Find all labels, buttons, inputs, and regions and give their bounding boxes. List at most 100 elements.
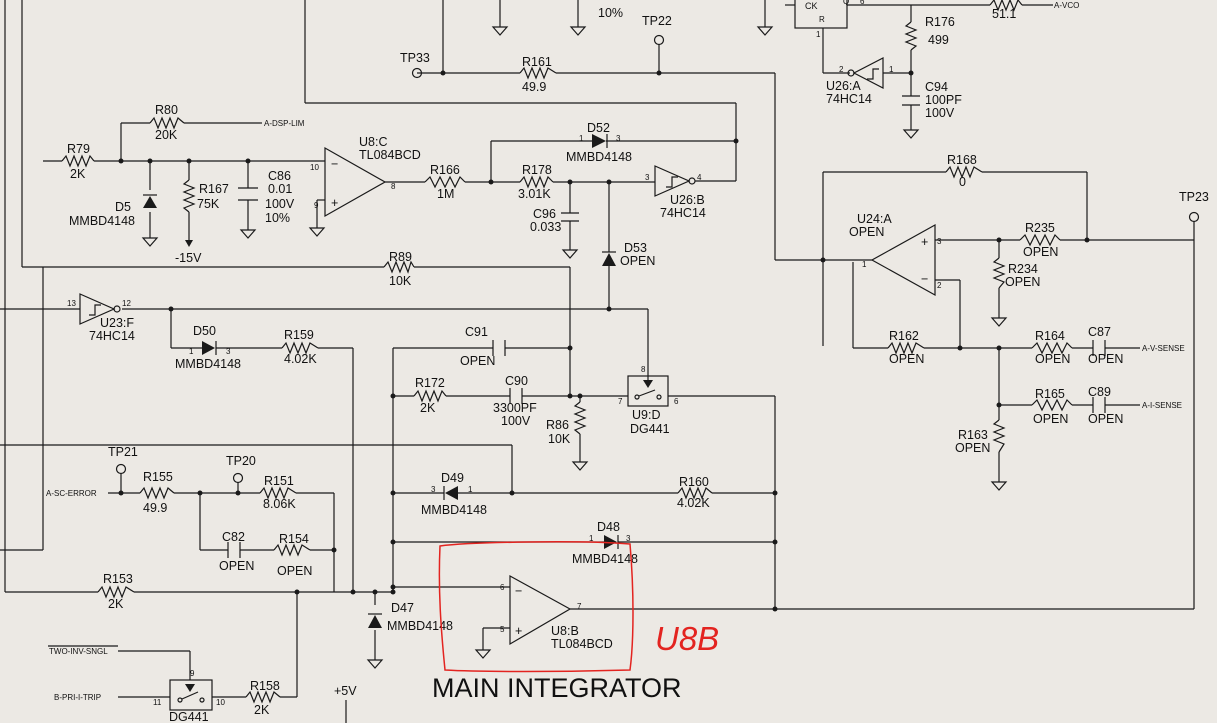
d5-value: MMBD4148 (69, 214, 135, 228)
c96-value: 0.033 (530, 220, 561, 234)
tp20-label: TP20 (226, 454, 256, 468)
d47-value: MMBD4148 (387, 619, 453, 633)
c86-capacitor (238, 187, 258, 201)
ground-icon (366, 659, 384, 669)
u8c-value: TL084BCD (359, 148, 421, 162)
dg441-bottom-switch (169, 679, 213, 711)
d52-diode (592, 134, 608, 148)
r154-value: OPEN (277, 564, 312, 578)
tp21-label: TP21 (108, 445, 138, 459)
ground-icon (308, 227, 326, 237)
svg-text:1: 1 (189, 347, 194, 356)
r80-resistor (149, 116, 185, 130)
dsp-lim-net: A-DSP-LIM (264, 119, 305, 128)
c91-capacitor (492, 340, 506, 356)
r89-resistor (383, 260, 415, 274)
c89-value: OPEN (1088, 412, 1123, 426)
r159-resistor (281, 341, 319, 355)
d5-label: D5 (115, 200, 131, 214)
svg-text:6: 6 (860, 0, 865, 6)
u9d-switch (627, 372, 669, 407)
c82-capacitor (227, 542, 241, 558)
c87-capacitor (1092, 340, 1106, 356)
svg-text:2: 2 (937, 281, 942, 290)
plus-5v-label: +5V (334, 684, 357, 698)
svg-text:11: 11 (153, 698, 162, 707)
u23f-label: U23:F (100, 316, 134, 330)
r153-value: 2K (108, 597, 124, 611)
r178-resistor (519, 175, 554, 189)
svg-text:1: 1 (589, 534, 594, 543)
r167-resistor (182, 179, 196, 213)
u8b-opamp: − + (509, 574, 572, 646)
dg441-bottom-label: DG441 (169, 710, 209, 723)
resistors (61, 0, 1073, 704)
u23f-inverter (79, 293, 121, 325)
r163-label: R163 (958, 428, 988, 442)
diagram-title: MAIN INTEGRATOR (432, 673, 682, 703)
r168-label: R168 (947, 153, 977, 167)
d53-label: D53 (624, 241, 647, 255)
ground-icon (491, 26, 509, 36)
d48-label: D48 (597, 520, 620, 534)
r166-resistor (424, 175, 466, 189)
svg-text:1: 1 (579, 134, 584, 143)
ground-icon (756, 26, 774, 36)
u26a-value: 74HC14 (826, 92, 872, 106)
svg-text:6: 6 (674, 397, 679, 406)
net-labels (48, 122, 262, 647)
c91-value: OPEN (460, 354, 495, 368)
r160-value: 4.02K (677, 496, 710, 510)
sc-error-net: A-SC-ERROR (46, 489, 97, 498)
svg-text:8: 8 (391, 182, 396, 191)
i-sense-net: A-I-SENSE (1142, 401, 1182, 410)
d49-value: MMBD4148 (421, 503, 487, 517)
r163-resistor (992, 419, 1006, 453)
svg-text:8: 8 (641, 365, 646, 374)
svg-text:1: 1 (816, 30, 821, 39)
r159-value: 4.02K (284, 352, 317, 366)
b-pri-i-trip-net: B-PRI-I-TRIP (54, 693, 101, 702)
r162-label: R162 (889, 329, 919, 343)
r154-resistor (273, 543, 311, 557)
r235-resistor (1019, 233, 1061, 247)
u8b-value: TL084BCD (551, 637, 613, 651)
c86-value-1: 0.01 (268, 182, 292, 196)
r158-resistor (245, 690, 281, 704)
minus-15v-label: -15V (175, 251, 202, 265)
tp22-label: TP22 (642, 14, 672, 28)
c82-label: C82 (222, 530, 245, 544)
r235-label: R235 (1025, 221, 1055, 235)
schmitt-inverters (79, 57, 884, 325)
svg-text:3: 3 (937, 237, 942, 246)
r160-resistor (677, 486, 713, 500)
top-tolerance-label: 10% (598, 6, 623, 20)
u26b-inverter (654, 165, 696, 197)
r80-value: 20K (155, 128, 178, 142)
tp33-point (411, 67, 423, 79)
r167-value: 75K (197, 197, 220, 211)
d5-diode (143, 194, 157, 208)
r89-value: 10K (389, 274, 412, 288)
c86-value-2: 100V (265, 197, 295, 211)
r167-label: R167 (199, 182, 229, 196)
u24a-value: OPEN (849, 225, 884, 239)
svg-text:12: 12 (122, 299, 131, 308)
c90-value-2: 100V (501, 414, 531, 428)
c90-capacitor (509, 388, 523, 404)
ground-icon (902, 129, 920, 139)
ground-icon (990, 481, 1008, 491)
c82-value: OPEN (219, 559, 254, 573)
r151-resistor (259, 486, 297, 500)
svg-text:Q: Q (843, 0, 849, 6)
u9d-value: DG441 (630, 422, 670, 436)
svg-text:−: − (331, 157, 338, 171)
r163-value: OPEN (955, 441, 990, 455)
r161-value: 49.9 (522, 80, 546, 94)
r155-value: 49.9 (143, 501, 167, 515)
ground-icon (990, 317, 1008, 327)
r235-value: OPEN (1023, 245, 1058, 259)
ground-icon (239, 229, 257, 239)
svg-text:9: 9 (314, 201, 319, 210)
d49-label: D49 (441, 471, 464, 485)
